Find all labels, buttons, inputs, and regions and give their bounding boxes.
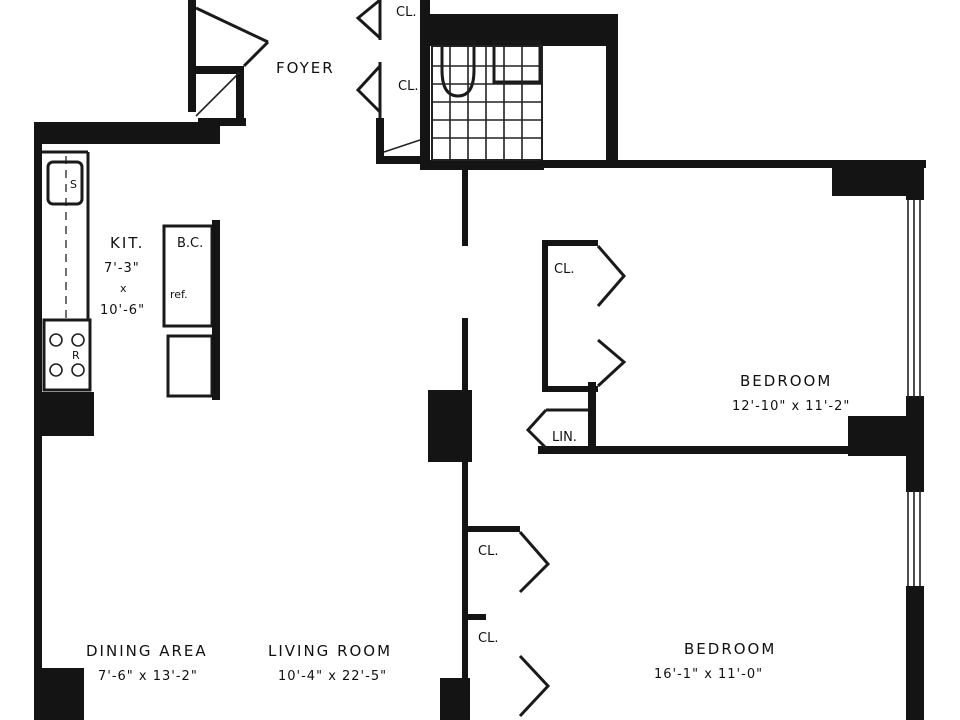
bedroom1-window [907, 200, 921, 398]
foyer-walls [188, 0, 430, 170]
foyer-closet-top-label: CL. [396, 5, 416, 20]
bedroom2-closets [466, 526, 551, 718]
kitchen-dim-length: 10'-6" [100, 303, 145, 318]
kitchen-dim-x: x [120, 282, 127, 295]
linen-closet-label: LIN. [552, 430, 577, 445]
sink-label: S [70, 178, 77, 191]
bedroom1-closet-label: CL. [554, 262, 574, 277]
sink-icon [46, 160, 84, 206]
dining-area-dim: 7'-6" x 13'-2" [98, 669, 198, 684]
bedroom1-closet [542, 240, 627, 392]
kitchen-dim-width: 7'-3" [104, 261, 140, 276]
bedroom2-dim: 16'-1" x 11'-0" [654, 667, 763, 682]
refrigerator-label: ref. [170, 288, 188, 301]
kitchen-walls [34, 122, 220, 720]
bedroom1-dim: 12'-10" x 11'-2" [732, 399, 850, 414]
bath-tile-grid [431, 45, 543, 161]
living-room-label: LIVING ROOM [268, 642, 392, 660]
range-label: R [72, 349, 80, 362]
broom-closet-label: B.C. [177, 236, 203, 251]
linen-closet [525, 408, 590, 450]
kitchen-label: KIT. [110, 234, 144, 252]
foyer-closet-mid-label: CL. [398, 79, 418, 94]
bedroom1-label: BEDROOM [740, 372, 832, 390]
foyer-closets [355, 0, 426, 164]
bedroom2-window [906, 490, 924, 720]
bedroom2-closet-bottom-label: CL. [478, 631, 498, 646]
dining-area-label: DINING AREA [86, 642, 208, 660]
bedroom2-closet-top-label: CL. [478, 544, 498, 559]
bedroom1-walls [538, 160, 926, 492]
bedroom2-label: BEDROOM [684, 640, 776, 658]
living-room-dim: 10'-4" x 22'-5" [278, 669, 387, 684]
central-wall [428, 170, 472, 720]
range-icon [49, 333, 85, 377]
foyer-label: FOYER [276, 59, 335, 77]
bathroom [420, 14, 618, 170]
